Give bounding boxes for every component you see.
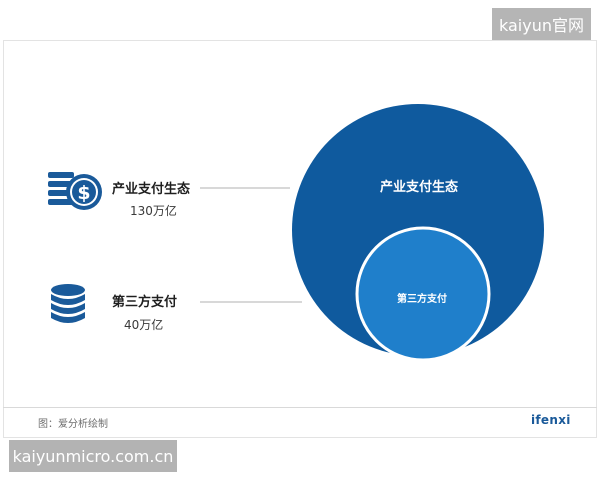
item-label-thirdparty: 第三方支付 bbox=[112, 295, 178, 310]
item-label-industry: 产业支付生态 bbox=[112, 182, 191, 197]
inner-circle bbox=[355, 226, 491, 362]
footer-divider bbox=[3, 407, 597, 408]
watermark-bottom: kaiyunmicro.com.cn bbox=[9, 440, 177, 472]
coins-dollar-icon: $ bbox=[48, 172, 102, 210]
outer-circle-label: 产业支付生态 bbox=[380, 180, 459, 195]
item-value-industry: 130万亿 bbox=[130, 204, 177, 218]
figure-caption: 图：爱分析绘制 bbox=[38, 419, 108, 430]
svg-text:$: $ bbox=[77, 182, 90, 204]
inner-circle-label: 第三方支付 bbox=[397, 294, 447, 305]
coin-stack-icon bbox=[51, 284, 85, 323]
item-value-thirdparty: 40万亿 bbox=[124, 318, 164, 332]
brand-logo: ifenxi bbox=[531, 413, 571, 427]
watermark-top: kaiyun官网 bbox=[492, 8, 591, 40]
